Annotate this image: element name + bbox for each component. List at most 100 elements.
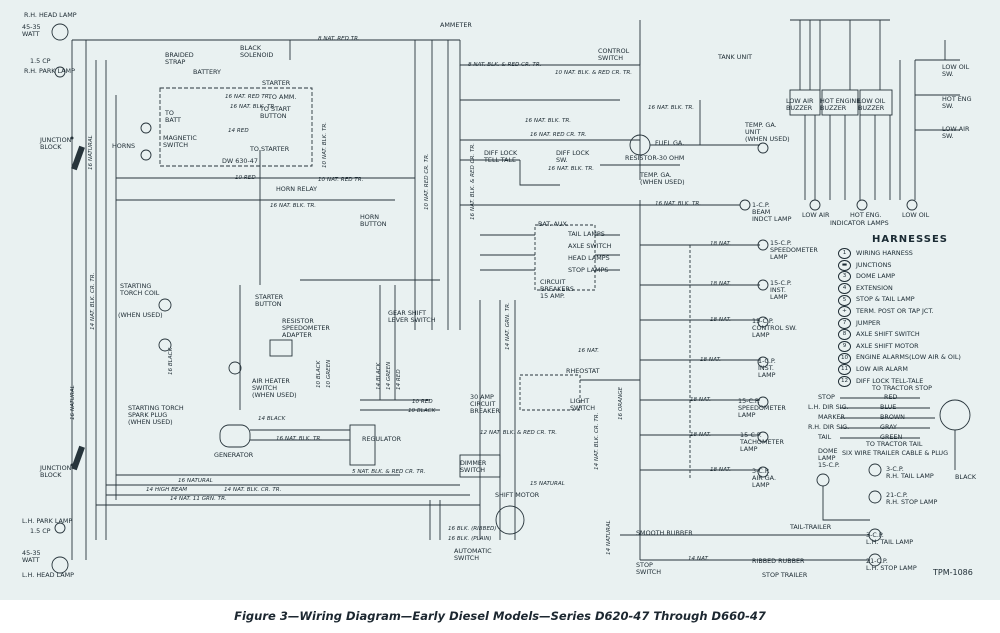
ribbed-rubber-label: RIBBED RUBBER xyxy=(752,557,805,565)
wire-label: 16 BLK. (RIBBED) xyxy=(448,526,497,532)
trailer-red-label: RED xyxy=(884,393,898,401)
wire-label: 12 NAT. BLK. & RED CR. TR. xyxy=(480,430,558,436)
trailer-green-label: GREEN xyxy=(880,433,903,441)
inst-lamp-top-label: 15-C.P. INST. LAMP xyxy=(770,279,792,301)
tail-trailer-label: TAIL-TRAILER xyxy=(790,523,832,531)
to-start-button-label: TO START BUTTON xyxy=(260,105,291,120)
starting-torch-coil-label: STARTING TORCH COIL xyxy=(120,282,160,297)
junction-block-bottom-label: JUNCTION BLOCK xyxy=(40,464,72,479)
head-lamps-label: HEAD LAMPS xyxy=(568,254,610,262)
hot-eng-sw-label: HOT ENG SW. xyxy=(942,95,972,110)
diff-lock-telltale-label: DIFF LOCK TELL-TALE xyxy=(484,149,518,164)
inst-lamp-label: 1-C.P. INST. LAMP xyxy=(758,357,776,379)
to-tractor-stop-label: TO TRACTOR STOP xyxy=(872,384,933,392)
harness-key: ▬ xyxy=(838,259,851,271)
starter-label: STARTER xyxy=(262,79,291,87)
shift-motor-label: SHIFT MOTOR xyxy=(495,491,540,499)
black-solenoid-label: BLACK SOLENOID xyxy=(240,44,274,59)
dome-lamp-label: DOME LAMP 15-C.P. xyxy=(818,447,840,469)
fuel-ga-label: FUEL GA. xyxy=(655,139,685,147)
trailer-gray-label: GRAY xyxy=(880,423,897,431)
wire-label: 18 NAT. xyxy=(700,357,722,363)
generator-label: GENERATOR xyxy=(214,451,254,459)
light-switch-label: LIGHT SWITCH xyxy=(570,397,596,412)
indicator-lamps-label: INDICATOR LAMPS xyxy=(830,219,889,227)
circuit-breakers-label: CIRCUIT BREAKERS 15 AMP. xyxy=(540,278,574,300)
beam-indct-label: 1-C.P. BEAM INDCT LAMP xyxy=(752,201,792,223)
figure-caption: Figure 3—Wiring Diagram—Early Diesel Mod… xyxy=(0,600,1000,633)
tail-lamps-label: TAIL LAMPS xyxy=(568,230,605,238)
lh-park-lamp-label: L.H. PARK LAMP xyxy=(22,517,73,525)
temp-ga-label: TEMP. GA. (WHEN USED) xyxy=(640,171,685,186)
to-batt-label: TO BATT xyxy=(165,109,181,124)
smooth-rubber-label: SMOOTH RUBBER xyxy=(636,529,693,537)
trailer-blue-label: BLUE xyxy=(880,403,897,411)
gear-shift-lever-label: GEAR SHIFT LEVER SWITCH xyxy=(388,309,436,324)
harness-key: 3 xyxy=(838,271,851,283)
when-used-1-label: (WHEN USED) xyxy=(118,311,163,319)
wire-label-vertical: 16 ORANGE xyxy=(618,386,624,420)
stop-trailer-label: STOP TRAILER xyxy=(762,571,808,579)
wire-label-vertical: 14 NAT. BLK. CR. TR. xyxy=(90,272,96,330)
horn-relay-label: HORN RELAY xyxy=(276,185,318,193)
low-oil-buzzer-label: LOW OIL BUZZER xyxy=(858,97,886,112)
wire-label-vertical: 14 NATURAL xyxy=(606,520,612,555)
low-air-label: LOW AIR xyxy=(802,211,830,219)
wire-label: 14 NAT. BLK. CR. TR. xyxy=(224,487,282,493)
wire-label: 18 NAT. xyxy=(710,281,732,287)
rh-stop-lamp-label: 21-C.P. R.H. STOP LAMP xyxy=(886,491,938,506)
harness-item-label: JUMPER xyxy=(856,318,881,327)
rh-tail-lamp-label: 3-C.P. R.H. TAIL LAMP xyxy=(886,465,934,480)
harness-item-label: STOP & TAIL LAMP xyxy=(856,295,915,304)
wire-label-vertical: 14 GREEN xyxy=(386,361,392,390)
dimmer-switch-label: DIMMER SWITCH xyxy=(460,459,487,474)
harness-key: 4 xyxy=(838,283,851,295)
harness-key: 5 xyxy=(838,294,851,306)
wire-label: 14 NAT. xyxy=(688,556,710,562)
hot-eng-label: HOT ENG. xyxy=(850,211,882,219)
harness-key: 7 xyxy=(838,317,851,329)
wire-label: 10 RED xyxy=(412,399,433,405)
harness-key: 11 xyxy=(838,364,851,376)
wire-label: 16 NAT. BLK. TR. xyxy=(648,105,695,111)
wire-label: 16 NAT. RED CR. TR. xyxy=(530,132,587,138)
wire-label: 16 BLK. (PLAIN) xyxy=(448,536,492,542)
wire-label-vertical: 16 NAT. BLK. & RED CR. TR. xyxy=(470,142,476,220)
harness-item: 5 STOP & TAIL LAMP xyxy=(838,294,990,306)
rh-park-cp-label: 1.5 CP xyxy=(30,57,51,65)
resistor-adapter-label: RESISTOR SPEEDOMETER ADAPTER xyxy=(282,317,330,339)
wire-label: 8 NAT. BLK. & RED CR. TR. xyxy=(468,62,542,68)
stop-lamps-label: STOP LAMPS xyxy=(568,266,609,274)
wire-label: 5 NAT. BLK. & RED CR. TR. xyxy=(352,469,426,475)
air-heater-switch-label: AIR HEATER SWITCH (WHEN USED) xyxy=(252,377,297,399)
harness-key: 9 xyxy=(838,341,851,353)
harness-item-label: JUNCTIONS xyxy=(856,260,892,269)
wire-label: 16 NAT. BLK. TR. xyxy=(230,104,277,110)
wire-label: 16 NAT. BLK. TR. xyxy=(270,203,317,209)
horns-label: HORNS xyxy=(112,142,136,150)
braided-strap-label: BRAIDED STRAP xyxy=(165,51,194,66)
lh-head-watt-label: 45-35 WATT xyxy=(22,549,41,564)
harness-item-label: AXLE SHIFT SWITCH xyxy=(856,330,920,339)
trailer-lh-label: L.H. DIR SIG. xyxy=(808,403,849,411)
wire-label-vertical: 14 NAT. BLK. CR. TR. xyxy=(594,412,600,470)
trailer-rh-label: R.H. DIR SIG. xyxy=(808,423,850,431)
harness-item-label: TERM. POST OR TAP JCT. xyxy=(856,306,934,315)
speedometer-lamp-label: 15-C.P. SPEEDOMETER LAMP xyxy=(738,397,786,419)
harness-item-label: WIRING HARNESS xyxy=(856,249,913,257)
bat-aux-label: BAT. AUX. xyxy=(538,220,569,228)
wire-label: 15 NATURAL xyxy=(530,481,565,487)
wire-label: 14 HIGH BEAM xyxy=(146,487,188,493)
ammeter-label: AMMETER xyxy=(440,21,472,29)
trailer-cable-label: SIX WIRE TRAILER CABLE & PLUG xyxy=(842,449,949,457)
lh-head-lamp-label: L.H. HEAD LAMP xyxy=(22,571,74,579)
trailer-marker-label: MARKER xyxy=(818,413,845,421)
wiring-lines xyxy=(51,19,971,574)
wire-label-vertical: 14 BLACK xyxy=(376,362,382,390)
low-air-buzzer-label: LOW AIR BUZZER xyxy=(786,97,814,112)
